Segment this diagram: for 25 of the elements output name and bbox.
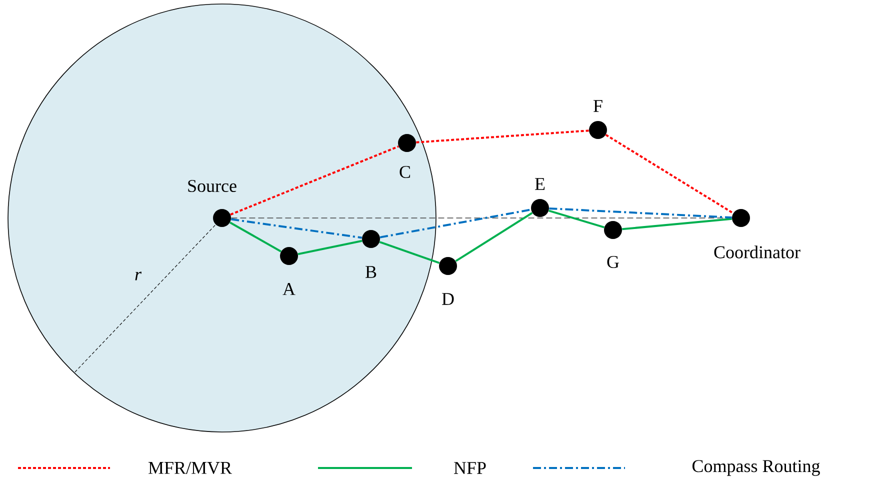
radius-label: r [135,272,142,280]
legend-label: Compass Routing [692,460,820,476]
route-line [455,212,533,262]
node-label: G [607,256,619,268]
route-line [416,130,589,144]
node-label: F [594,100,602,112]
node-label: Coordinator [714,246,800,258]
route-line [548,210,604,228]
node-label: C [400,166,410,178]
node-label: Source [188,180,236,192]
route-line [230,218,362,239]
route-line [379,241,440,264]
route-line [230,146,399,216]
route-line [549,207,732,219]
legend-label: MFR/MVR [148,462,232,474]
route-line [298,240,362,256]
node-label: B [366,266,376,278]
node-label: A [282,283,296,295]
node-label: E [535,178,545,190]
route-line [230,222,282,252]
route-line [622,218,732,230]
route-line [605,134,734,214]
legend-label: NFP [454,462,486,474]
node-label: D [442,293,454,305]
route-line [380,208,532,238]
